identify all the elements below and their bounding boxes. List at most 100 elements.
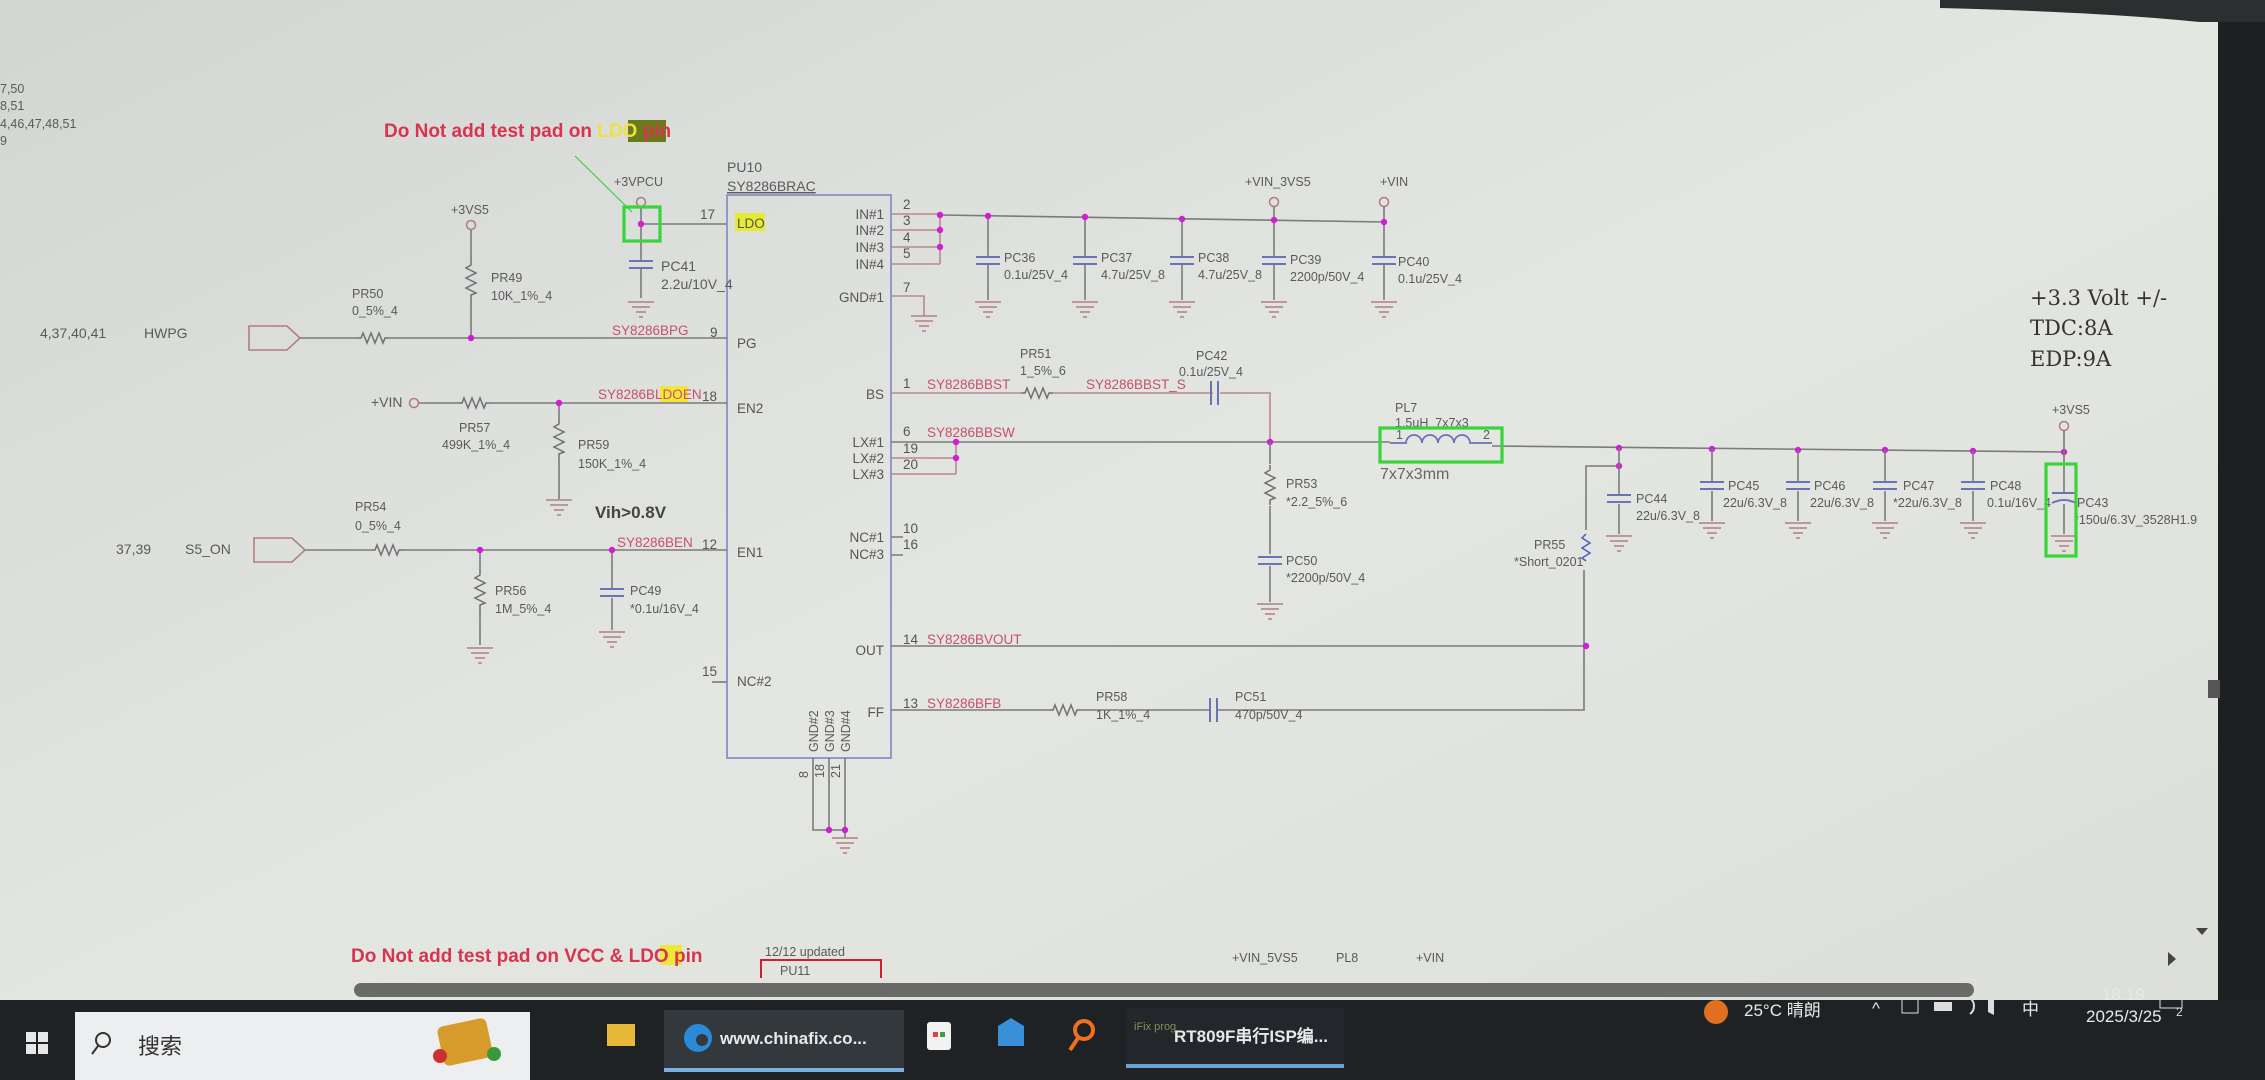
taskbar-rt809-window[interactable]: iFix prog RT809F串行ISP编...: [1126, 1008, 1344, 1068]
schematic-graphic: [38, 1032, 48, 1042]
widget-waffle-icon: [433, 1018, 501, 1066]
schematic-label: NC#3: [849, 547, 884, 562]
side-tool-icon[interactable]: [2208, 680, 2220, 698]
pu11-ref: PU11: [780, 964, 810, 978]
dot-symbol: [1270, 216, 1278, 224]
schematic-label: PC41: [661, 258, 696, 274]
chip-part: SY8286BRAC: [727, 178, 816, 194]
battery-icon[interactable]: [1934, 1002, 1952, 1011]
schematic-label: OUT: [856, 643, 885, 658]
bootstrap-circuit[interactable]: SY8286BBST SY8286BBST_S PR51 1_5%_6 PC42…: [891, 347, 1271, 442]
chip-right-pins: IN#1 IN#2 IN#3 IN#4 2 3 4 5 GND#1 7 BS 1…: [839, 197, 957, 720]
taskbar-store[interactable]: [927, 1022, 951, 1050]
schematic-label: PR53: [1286, 477, 1317, 491]
schematic-label: SY8286BBSW: [927, 425, 1015, 440]
schematic-label: PR55: [1534, 538, 1565, 552]
pin-nc2: NC#2: [737, 674, 772, 689]
en2-circuit[interactable]: +VIN PR57 499K_1%_4 PR59 150K_1%_4 SY828…: [371, 386, 727, 516]
schematic-graphic: [38, 1044, 48, 1054]
schematic-label: 2.2u/10V_4: [661, 276, 733, 292]
tray-overflow-icon[interactable]: ^: [1872, 999, 1880, 1018]
taskbar: 搜索 www.chinafix.co...: [0, 985, 2265, 1080]
scroll-down-arrow-icon[interactable]: [2196, 928, 2208, 935]
schematic-label: PC36: [1004, 251, 1035, 265]
pin-en1: EN1: [737, 545, 763, 560]
ldo-warning-note: Do Not add test pad on LDO pin: [384, 121, 671, 142]
start-button[interactable]: [26, 1032, 48, 1054]
schematic-label: PC45: [1728, 479, 1759, 493]
schematic-label: PR51: [1020, 347, 1051, 361]
schematic-label: 2: [1483, 428, 1490, 442]
schematic-label: 2: [903, 197, 911, 212]
weather-text[interactable]: 25°C 晴朗: [1744, 1001, 1821, 1020]
schematic-label: 15: [702, 664, 717, 679]
input-capacitors[interactable]: +VIN_3VS5 +VIN PC36 0.1u/25V_4 PC37 4.7u…: [936, 175, 1462, 318]
schematic-label: IN#1: [855, 207, 884, 222]
hwpg-circuit[interactable]: 4,37,40,41 HWPG PR50 0_5%_4 +3VS5 PR49 1…: [40, 203, 727, 351]
vcc-ldo-warning-note: Do Not add test pad on VCC & LDO pin: [351, 946, 703, 967]
clock-time[interactable]: 18:19: [2102, 985, 2145, 1004]
dot-symbol: [1582, 642, 1590, 650]
schematic-label: Do Not add test pad on VCC &: [351, 946, 629, 967]
network-icon[interactable]: [1901, 998, 1919, 1014]
net-label: +VIN: [1416, 951, 1444, 965]
schematic-label: PC43: [2077, 496, 2108, 510]
schematic-graphic: [305, 549, 727, 645]
schematic-label: GND#3: [823, 710, 837, 752]
schematic-label: LDO: [597, 121, 637, 142]
switch-node-circuit[interactable]: SY8286BBSW PR53 *2.2_5%_6 PC50 *2200p/50…: [891, 401, 2065, 620]
en1-circuit[interactable]: 37,39 S5_ON PR54 0_5%_4 PR56 1M_5%_4 PC4…: [116, 500, 727, 664]
schematic-label: PC39: [1290, 253, 1321, 267]
schematic-label: 22u/6.3V_8: [1723, 496, 1787, 510]
scroll-right-arrow-icon[interactable]: [2168, 952, 2176, 966]
schematic-graphic: [1068, 1036, 1080, 1052]
schematic-label: IN#3: [855, 240, 884, 255]
schematic-graphic: [91, 1045, 99, 1055]
schematic-label: 10K_1%_4: [491, 289, 552, 303]
chip-pu10[interactable]: [726, 194, 892, 759]
schematic-label: 5: [903, 246, 911, 261]
notification-icon[interactable]: [2159, 989, 2183, 1009]
search-box[interactable]: 搜索: [75, 1012, 530, 1080]
ref-text: 8,51: [0, 99, 24, 113]
ref-text: 9: [0, 134, 7, 148]
ifix-icon: iFix prog: [1134, 1021, 1176, 1033]
taskbar-mail[interactable]: [998, 1018, 1024, 1046]
output-capacitors[interactable]: PC44 22u/6.3V_8 PC45 22u/6.3V_8 PC46 22u…: [1605, 403, 2197, 552]
schematic-label: TDC:8A: [2030, 316, 2113, 340]
store-icon: [927, 1022, 951, 1050]
schematic-label: BS: [866, 387, 884, 402]
schematic-label: LX#1: [852, 435, 884, 450]
pu11-box: [760, 959, 882, 978]
feedback-circuit[interactable]: SY8286BVOUT SY8286BFB PR58 1K_1%_4 PC51 …: [891, 465, 1619, 723]
schematic-label: PC38: [1198, 251, 1229, 265]
schematic-label: 7x7x3mm: [1380, 466, 1449, 483]
taskbar-search-tool[interactable]: [1068, 1019, 1095, 1052]
dot-symbol: [936, 243, 944, 251]
schematic-label: IN#4: [855, 257, 884, 272]
clock-date[interactable]: 2025/3/25: [2086, 1007, 2162, 1026]
schematic-graphic: [437, 1018, 493, 1066]
ime-indicator[interactable]: 中: [2022, 1000, 2039, 1019]
ldo-test-highlight-box: [622, 205, 662, 243]
schematic-label: PR50: [352, 287, 383, 301]
ldo-highlight: [628, 120, 666, 142]
taskbar-edge-window[interactable]: www.chinafix.co...: [664, 1010, 904, 1072]
schematic-label: PR54: [355, 500, 386, 514]
pc41-ldo-cap[interactable]: +3VPCU PC41 2.2u/10V_4: [614, 175, 733, 318]
schematic-label: *22u/6.3V_8: [1893, 496, 1962, 510]
inductor-highlight-box: [1378, 426, 1504, 464]
schematic-label: 1: [903, 376, 911, 391]
schematic-label: 17: [700, 207, 715, 222]
horizontal-scrollbar[interactable]: [354, 983, 1974, 997]
schematic-graphic: [891, 295, 925, 316]
taskbar-file-explorer[interactable]: [607, 1024, 635, 1046]
schematic-label: 150K_1%_4: [578, 457, 646, 471]
schematic-label: 1K_1%_4: [1096, 708, 1150, 722]
port-s5on: S5_ON: [185, 541, 231, 557]
schematic-label: 10: [903, 521, 918, 536]
schematic-label: SY8286B: [598, 387, 655, 402]
schematic-label: Do Not add test pad on: [384, 121, 597, 142]
